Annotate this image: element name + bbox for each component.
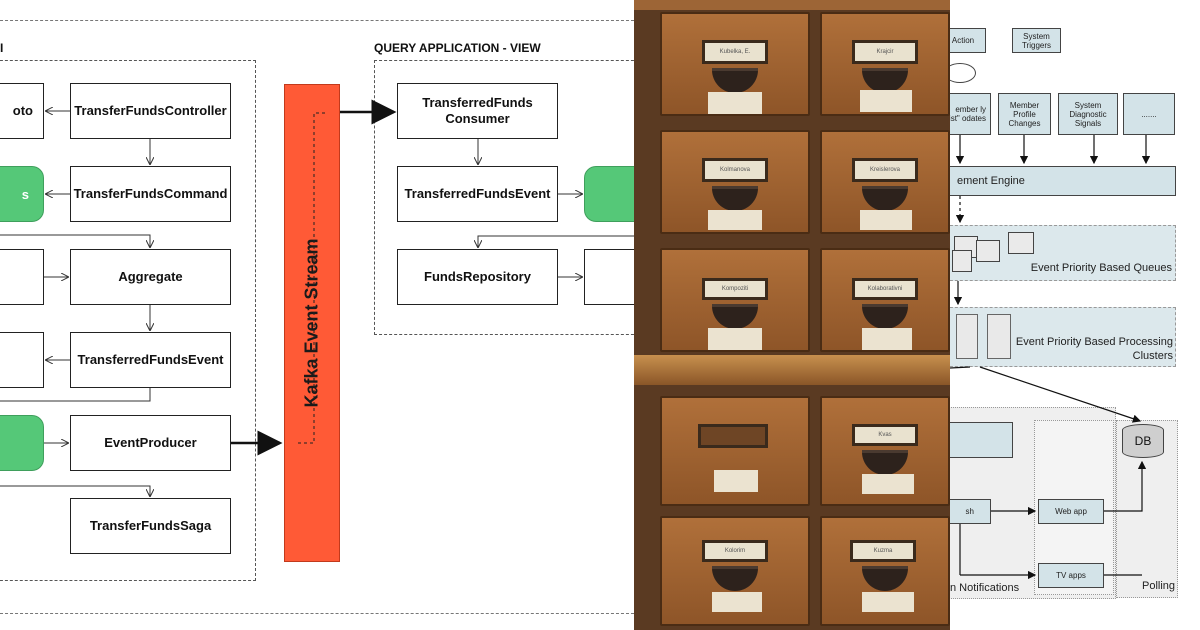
action-box: Action bbox=[950, 28, 986, 53]
middle-rail bbox=[634, 355, 950, 385]
db-label: DB bbox=[1134, 434, 1152, 448]
transferred-funds-event-box: TransferredFundsEvent bbox=[70, 332, 231, 388]
queue-block-2 bbox=[976, 240, 1000, 262]
kafka-event-stream-bar bbox=[284, 84, 340, 562]
paper-tag-9 bbox=[712, 592, 762, 612]
engine-connectors bbox=[950, 135, 1151, 580]
empty-label-holder bbox=[698, 424, 768, 448]
notifications-label: n Notifications bbox=[950, 582, 1020, 594]
card-catalog-photo-panel: Kubelka, E. Krajcir Kolmanova Kreislerov… bbox=[634, 0, 950, 630]
funds-repository-box: FundsRepository bbox=[397, 249, 558, 305]
label-card-8: Kolorim bbox=[702, 540, 768, 562]
member-watchlist-box: ember ly List" odates bbox=[950, 93, 991, 135]
command-application-region bbox=[0, 60, 256, 581]
system-triggers-box: System Triggers bbox=[1012, 28, 1061, 53]
paper-tag-1 bbox=[708, 92, 762, 114]
polling-label: Polling bbox=[1142, 580, 1176, 592]
paper-tag-7 bbox=[714, 470, 758, 492]
query-transferred-funds-event-box: TransferredFundsEvent bbox=[397, 166, 558, 222]
label-card-7: Kvas bbox=[852, 424, 918, 446]
cqrs-connectors bbox=[0, 99, 634, 630]
queue-block-4 bbox=[952, 250, 972, 272]
priority-queues-label: Event Priority Based Queues bbox=[1030, 262, 1172, 274]
web-app-box: Web app bbox=[1038, 499, 1104, 524]
kafka-internal-dashed-path bbox=[298, 112, 326, 444]
paper-tag-6 bbox=[862, 328, 912, 350]
server-icon-2 bbox=[987, 314, 1011, 359]
engine-label: ement Engine bbox=[957, 174, 1025, 187]
partial-box-3 bbox=[0, 249, 44, 305]
tv-apps-box: TV apps bbox=[1038, 563, 1104, 588]
dto-box-label: oto bbox=[12, 103, 33, 118]
push-service-box bbox=[950, 422, 1013, 458]
label-card-2: Krajcir bbox=[852, 40, 918, 64]
more-sources-box: ....... bbox=[1123, 93, 1175, 135]
transfer-funds-command-box: TransferFundsCommand bbox=[70, 166, 231, 222]
green-node-label: s bbox=[21, 186, 29, 202]
transferred-funds-consumer-box: TransferredFunds Consumer bbox=[397, 83, 558, 139]
query-side-arrows bbox=[478, 139, 634, 277]
system-diagnostic-signals-box: System Diagnostic Signals bbox=[1058, 93, 1118, 135]
transfer-funds-controller-box: TransferFundsController bbox=[70, 83, 231, 139]
push-box: sh bbox=[950, 499, 991, 524]
paper-tag-2 bbox=[860, 90, 912, 112]
query-green-node bbox=[584, 166, 634, 222]
member-profile-changes-box: Member Profile Changes bbox=[998, 93, 1051, 135]
query-application-region bbox=[374, 60, 634, 335]
label-card-9: Kuzma bbox=[850, 540, 916, 562]
start-ellipse bbox=[950, 63, 976, 83]
label-card-6: Kolaborativni bbox=[852, 278, 918, 300]
event-producer-box: EventProducer bbox=[70, 415, 231, 471]
green-node-upper: s bbox=[0, 166, 44, 222]
green-node-lower bbox=[0, 415, 44, 471]
db-cylinder: DB bbox=[1122, 424, 1164, 458]
queue-block-3 bbox=[1008, 232, 1034, 254]
label-card-5: Kompoziti bbox=[702, 278, 768, 300]
top-rail bbox=[634, 0, 950, 10]
paper-tag-5 bbox=[708, 328, 762, 350]
aggregate-box: Aggregate bbox=[70, 249, 231, 305]
paper-tag-10 bbox=[862, 592, 914, 612]
label-card-1: Kubelka, E. bbox=[702, 40, 768, 64]
command-application-label: I bbox=[0, 41, 4, 55]
event-engine-diagram-panel: Action System Triggers ember ly List" od… bbox=[950, 0, 1200, 630]
paper-tag-3 bbox=[708, 210, 762, 230]
paper-tag-8 bbox=[862, 474, 914, 494]
label-card-3: Kolmanova bbox=[702, 158, 768, 182]
label-card-4: Kreislerova bbox=[852, 158, 918, 182]
partial-box-4 bbox=[0, 332, 44, 388]
transfer-funds-saga-box: TransferFundsSaga bbox=[70, 498, 231, 554]
command-side-arrows bbox=[0, 111, 150, 496]
outer-dashed-boundary bbox=[0, 20, 634, 614]
server-icon-1 bbox=[956, 314, 978, 359]
dto-box-partial: oto bbox=[0, 83, 44, 139]
paper-tag-4 bbox=[860, 210, 912, 230]
query-application-label: QUERY APPLICATION - VIEW bbox=[374, 41, 541, 55]
engagement-engine-box: ement Engine bbox=[950, 166, 1176, 196]
processing-clusters-label: Event Priority Based Processing Clusters bbox=[1015, 336, 1173, 362]
cqrs-diagram-panel: I QUERY APPLICATION - VIEW oto s Transfe… bbox=[0, 20, 634, 630]
query-partial-box bbox=[584, 249, 634, 305]
